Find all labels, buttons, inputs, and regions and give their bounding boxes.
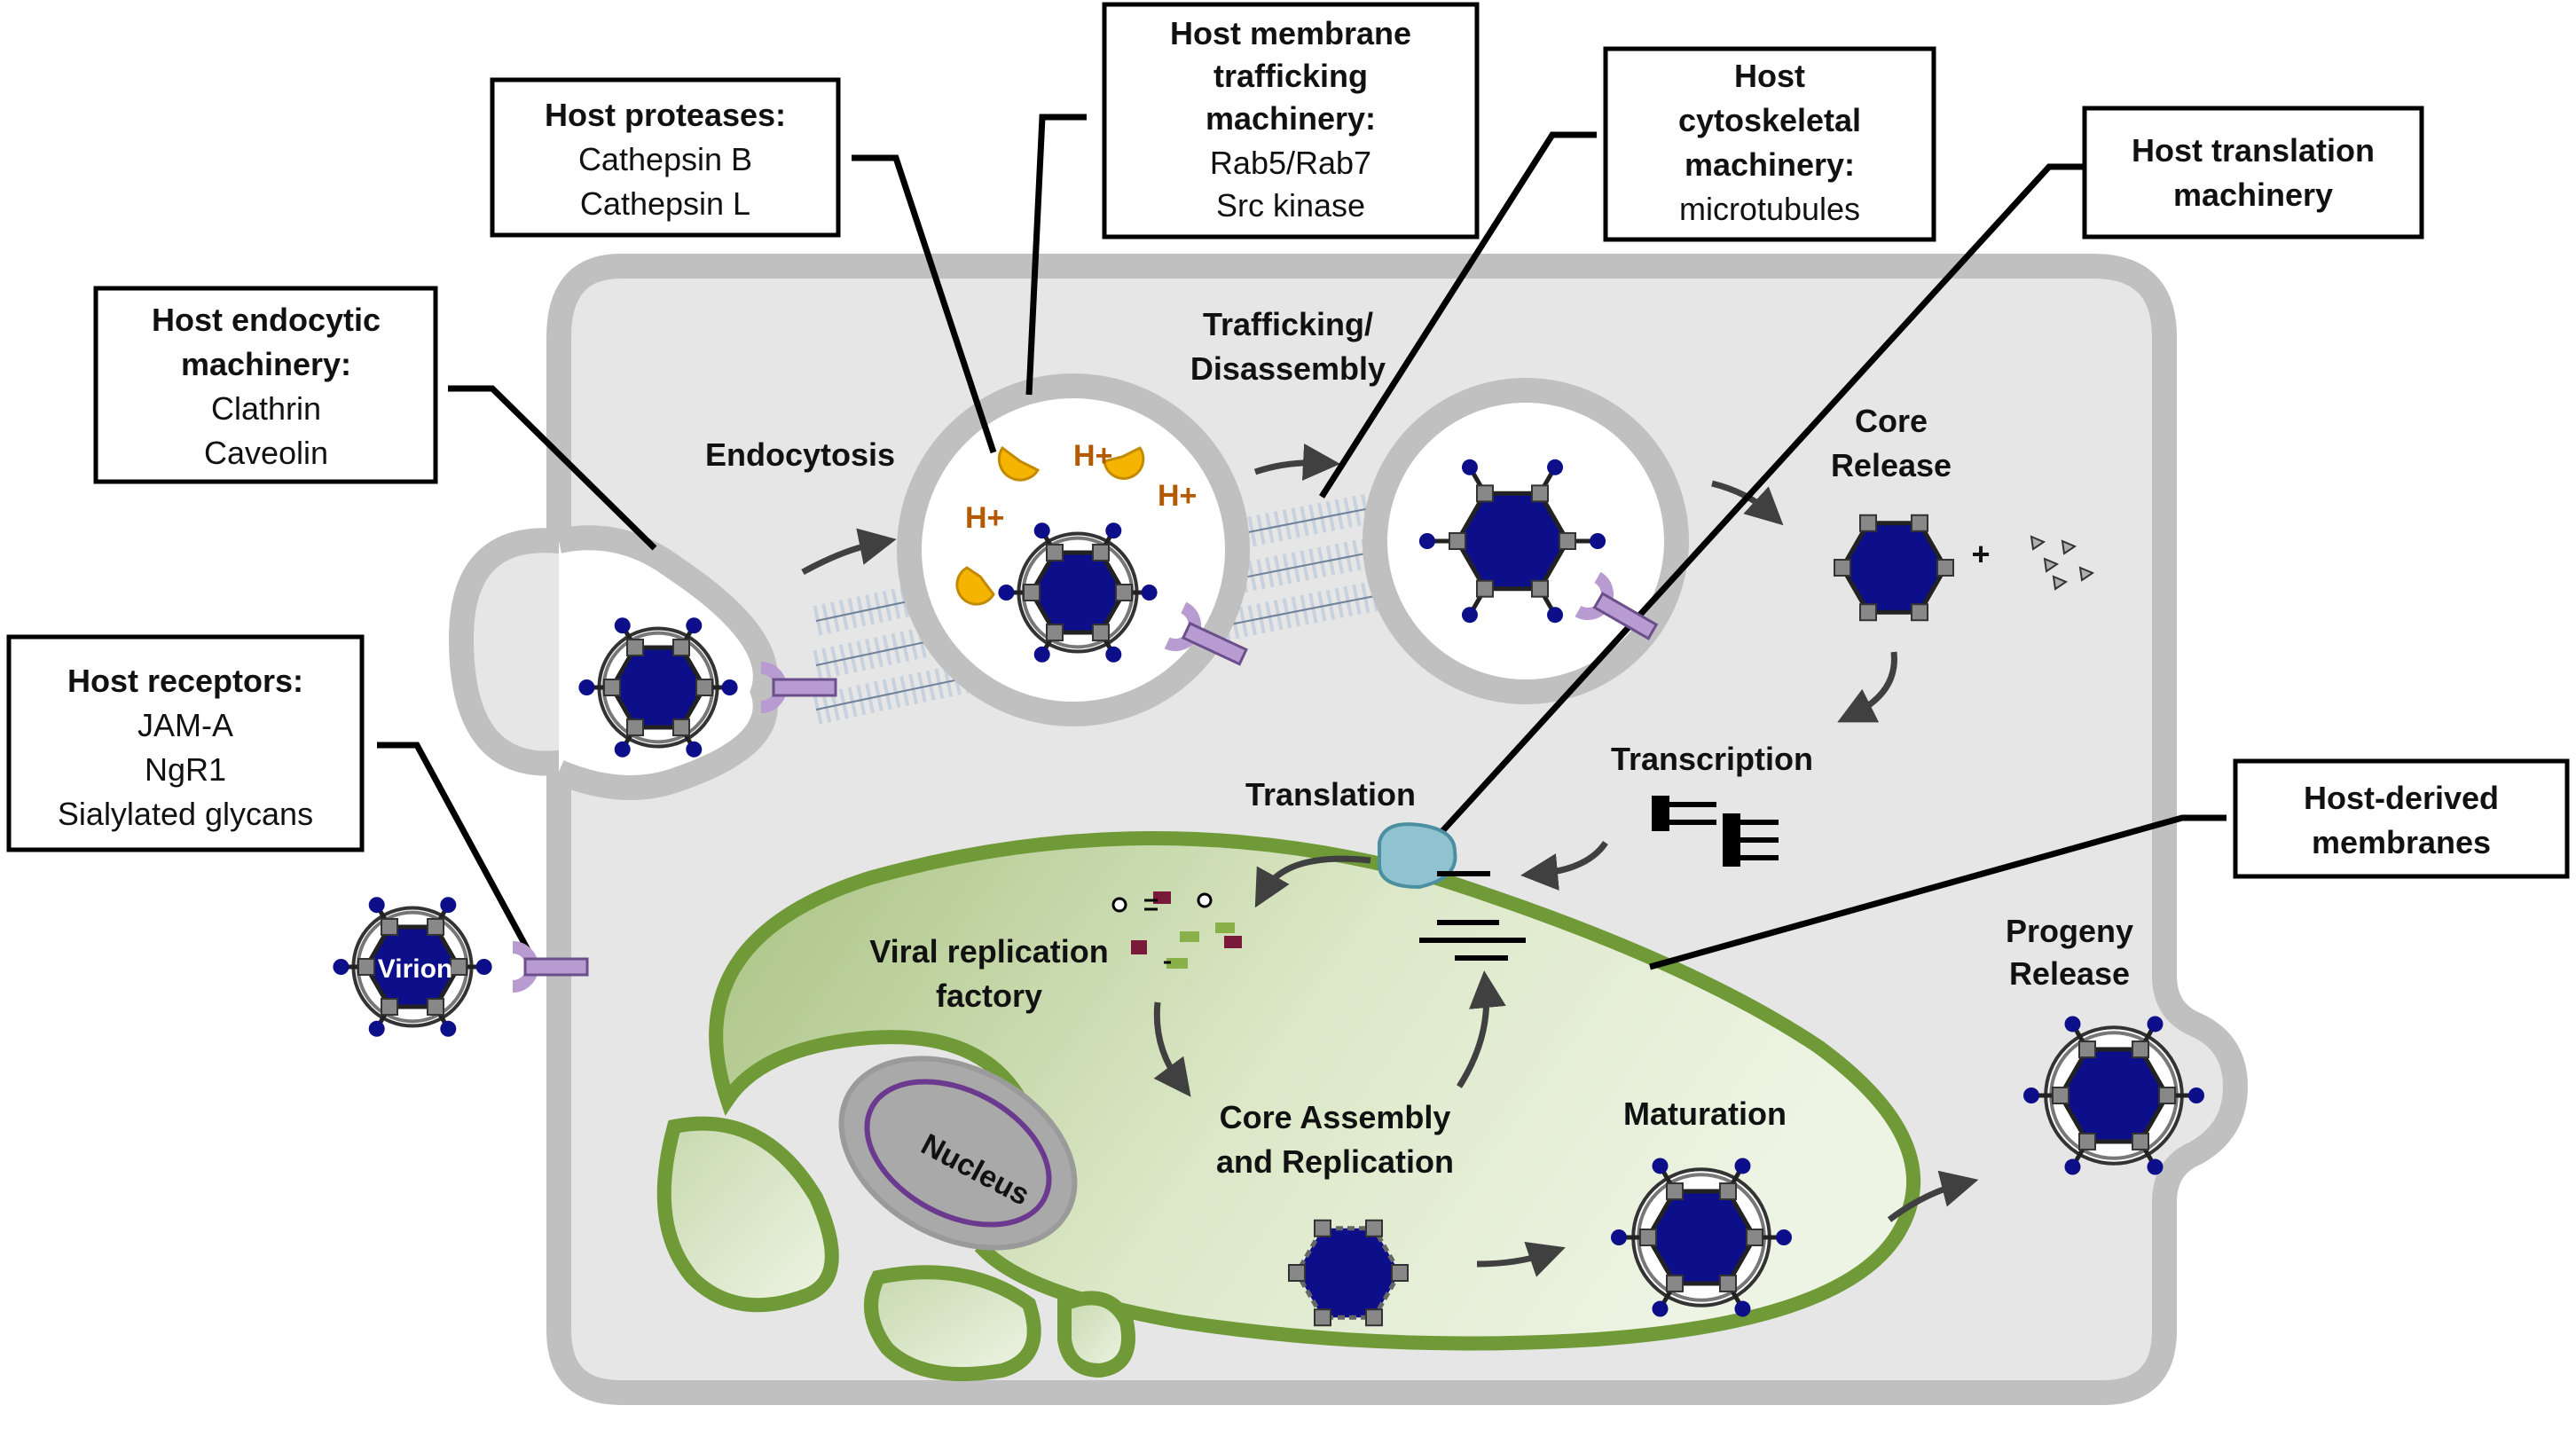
- svg-text:machinery:: machinery:: [1206, 100, 1376, 137]
- svg-text:Cathepsin L: Cathepsin L: [580, 185, 750, 222]
- arrow-trafficking: [1253, 443, 1340, 481]
- arrow-maturation: [1476, 1241, 1566, 1277]
- receptor-icon: [1575, 571, 1659, 640]
- label-progeny: Progeny: [2006, 913, 2133, 949]
- svg-text:membranes: membranes: [2312, 824, 2491, 860]
- outer-capsid-fragment: [2030, 535, 2046, 551]
- svg-text:machinery:: machinery:: [1685, 146, 1855, 183]
- label-core-assembly-2: and Replication: [1216, 1143, 1454, 1180]
- endosome-contents: H+ H+ H+: [955, 439, 1197, 606]
- svg-text:Host translation: Host translation: [2132, 132, 2375, 169]
- svg-text:Clathrin: Clathrin: [211, 390, 321, 427]
- viral-proteins: [1111, 891, 1242, 969]
- progeny-virion: [2023, 1016, 2204, 1175]
- label-plus: +: [1971, 536, 1990, 572]
- svg-text:JAM-A: JAM-A: [137, 707, 233, 743]
- outer-capsid-fragment: [2061, 539, 2077, 555]
- arrow-endocytosis: [801, 528, 897, 576]
- outer-capsid-fragment: [2043, 557, 2060, 573]
- svg-text:Host proteases:: Host proteases:: [545, 97, 786, 133]
- svg-text:Sialylated glycans: Sialylated glycans: [58, 796, 313, 832]
- factory-lobe-3: [1057, 1291, 1135, 1378]
- arrow-to-ribosome: [1520, 840, 1608, 891]
- svg-text:trafficking: trafficking: [1213, 58, 1368, 94]
- protease-icon: [955, 566, 995, 606]
- mrna-transcripts: [1419, 796, 1779, 961]
- factory-lobe-1: [656, 1116, 839, 1313]
- arrow-replication-up: [1457, 970, 1506, 1088]
- proton-label: H+: [1073, 439, 1112, 473]
- svg-text:machinery: machinery: [2173, 177, 2333, 213]
- label-viral-factory-1: Viral replication: [869, 933, 1108, 970]
- arrow-transcription: [1837, 651, 1897, 723]
- protease-icon: [1103, 446, 1145, 480]
- process-arrows: [801, 443, 1979, 1277]
- svg-text:Src kinase: Src kinase: [1216, 187, 1365, 224]
- arrow-progeny: [1887, 1170, 1979, 1222]
- core-particle: [1834, 514, 1954, 622]
- label-disassembly: Disassembly: [1190, 350, 1386, 387]
- receptor-icon: [1164, 601, 1248, 666]
- outer-capsid-fragment: [2078, 566, 2095, 582]
- svg-text:microtubules: microtubules: [1679, 191, 1860, 227]
- svg-text:NgR1: NgR1: [145, 751, 226, 788]
- svg-text:Host endocytic: Host endocytic: [152, 302, 381, 338]
- label-translation: Translation: [1245, 776, 1416, 813]
- svg-text:Cathepsin B: Cathepsin B: [578, 141, 752, 177]
- callout-proteases: Host proteases: Cathepsin B Cathepsin L: [490, 77, 841, 238]
- svg-text:Host membrane: Host membrane: [1170, 15, 1411, 51]
- receptor-icon: [760, 662, 837, 713]
- isvp-particle: [1418, 459, 1606, 624]
- callout-cytoskeletal: Host cytoskeletal machinery: microtubule…: [1603, 46, 1936, 242]
- svg-text:cytoskeletal: cytoskeletal: [1678, 102, 1861, 138]
- callout-translation: Host translation machinery: [2082, 106, 2424, 239]
- svg-text:Caveolin: Caveolin: [204, 435, 328, 471]
- label-core: Core: [1855, 403, 1928, 439]
- label-release: Release: [1831, 447, 1952, 483]
- factory-lobe-2: [864, 1265, 1041, 1382]
- svg-text:machinery:: machinery:: [181, 346, 351, 382]
- label-trafficking: Trafficking/: [1203, 306, 1373, 342]
- svg-text:Host receptors:: Host receptors:: [67, 663, 303, 699]
- arrow-translation: [1254, 855, 1371, 908]
- callout-receptors: Host receptors: JAM-A NgR1 Sialylated gl…: [6, 634, 365, 852]
- protease-icon: [997, 445, 1041, 482]
- label-endocytosis: Endocytosis: [705, 436, 895, 473]
- arrow-to-assembly: [1153, 1001, 1191, 1097]
- callout-trafficking: Host membrane trafficking machinery: Rab…: [1102, 2, 1480, 239]
- viral-particles: [333, 459, 2204, 1327]
- nucleus: [838, 1056, 1078, 1251]
- virion-particle: [998, 522, 1158, 663]
- label-viral-factory-2: factory: [936, 978, 1042, 1014]
- label-transcription: Transcription: [1611, 741, 1813, 777]
- svg-text:Rab5/Rab7: Rab5/Rab7: [1210, 145, 1371, 181]
- maturing-virion: [1611, 1158, 1792, 1317]
- label-maturation: Maturation: [1623, 1095, 1787, 1132]
- label-core-assembly-1: Core Assembly: [1220, 1099, 1451, 1135]
- proton-label: H+: [1158, 479, 1197, 513]
- receptor-icon: [512, 941, 589, 993]
- label-progeny-release: Release: [2009, 955, 2130, 992]
- virion-particle: [333, 897, 492, 1037]
- virion-label: Virion: [378, 954, 452, 984]
- svg-text:Host-derived: Host-derived: [2304, 780, 2499, 816]
- outer-capsid-fragment: [2052, 575, 2069, 591]
- arrow-core-release: [1711, 480, 1784, 526]
- assembling-core: [1288, 1219, 1409, 1327]
- svg-text:Host: Host: [1734, 58, 1805, 94]
- proton-label: H+: [965, 501, 1004, 535]
- callout-membranes: Host-derived membranes: [2233, 758, 2570, 879]
- callout-endocytic: Host endocytic machinery: Clathrin Caveo…: [93, 286, 438, 484]
- ribosome-icon: [1378, 822, 1490, 890]
- virion-particle: [578, 617, 738, 758]
